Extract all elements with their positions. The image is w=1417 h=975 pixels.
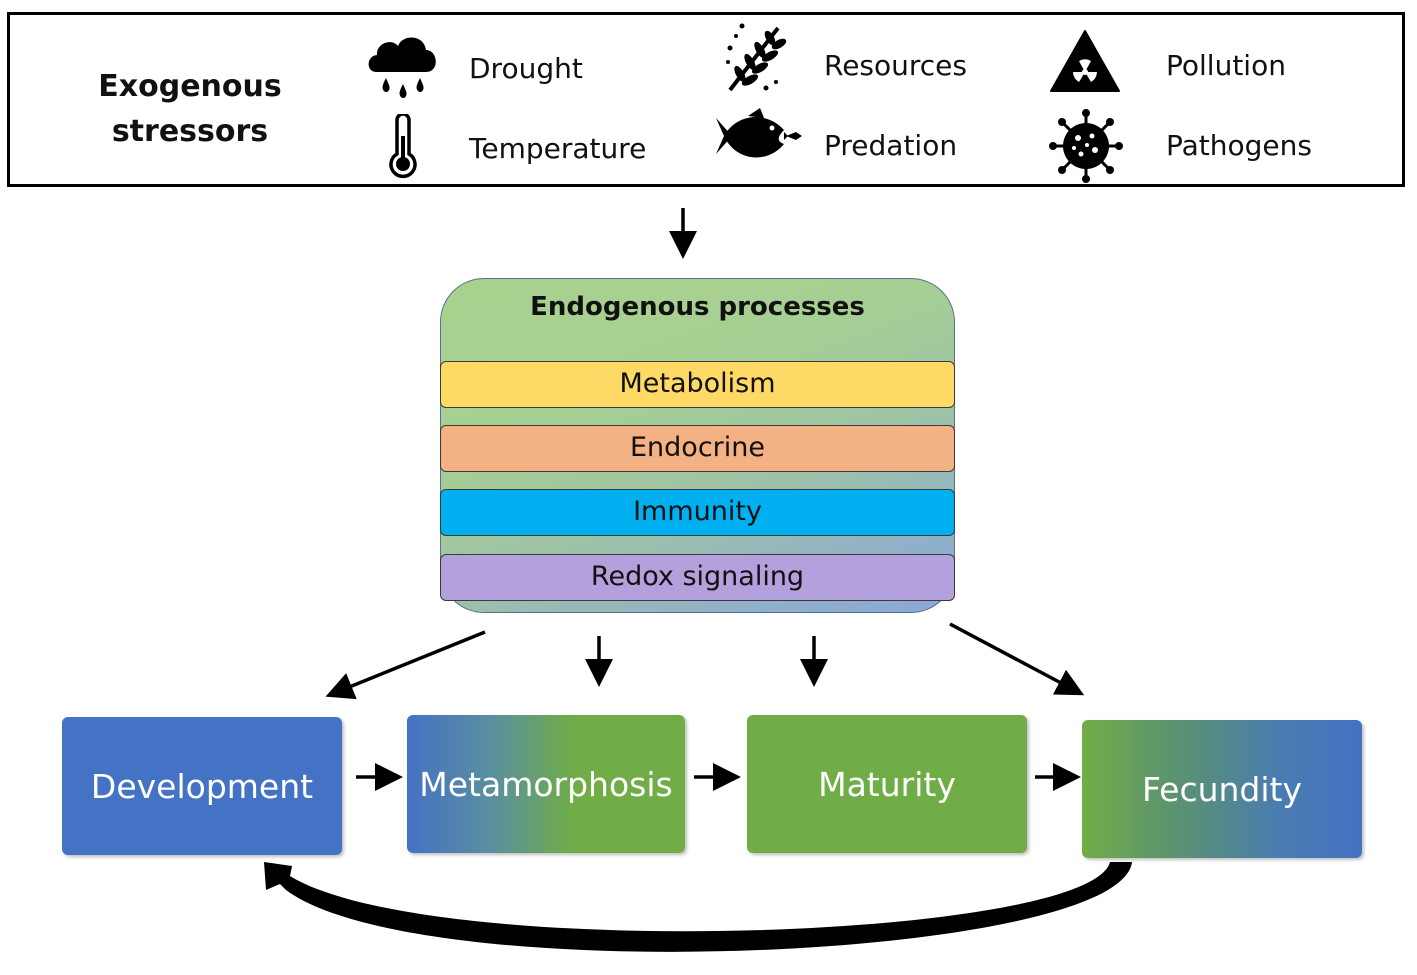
stressor-label-pathogens: Pathogens [1166, 129, 1312, 162]
layer-redox-signaling: Redox signaling [440, 554, 955, 601]
stage-metamorphosis: Metamorphosis [407, 715, 685, 853]
endogenous-title: Endogenous processes [530, 292, 865, 322]
radiation-warning-icon [1050, 30, 1120, 92]
virus-icon [1049, 109, 1123, 183]
layer-metabolism: Metabolism [440, 361, 955, 408]
thermometer-icon [389, 114, 417, 179]
stage-label-maturity: Maturity [818, 764, 956, 804]
exogenous-title-line2: stressors [111, 114, 269, 149]
stage-label-metamorphosis: Metamorphosis [419, 764, 673, 804]
stressor-label-drought: Drought [469, 52, 583, 85]
stage-label-fecundity: Fecundity [1141, 769, 1303, 809]
rain-cloud-icon [368, 37, 436, 99]
stressor-label-pollution: Pollution [1166, 49, 1286, 82]
stage-maturity: Maturity [747, 715, 1027, 853]
arrow-fecundity-to-development-loop [264, 862, 1132, 952]
stressor-label-resources: Resources [824, 49, 967, 82]
plant-sprig-icon [726, 23, 787, 92]
stressor-label-temperature: Temperature [469, 132, 647, 165]
exogenous-title-line1: Exogenous [98, 69, 282, 104]
stage-fecundity: Fecundity [1082, 720, 1362, 858]
stage-development: Development [62, 717, 342, 855]
layer-endocrine: Endocrine [440, 425, 955, 472]
arrow-endogenous-to-development [325, 630, 486, 700]
stage-label-development: Development [90, 766, 314, 806]
exogenous-stressors-box [7, 12, 1405, 187]
stressor-label-predation: Predation [824, 129, 958, 162]
fish-icon [716, 108, 802, 158]
layer-immunity: Immunity [440, 489, 955, 536]
arrow-endogenous-to-fecundity [949, 622, 1085, 696]
exogenous-title: Exogenous stressors [90, 64, 290, 154]
